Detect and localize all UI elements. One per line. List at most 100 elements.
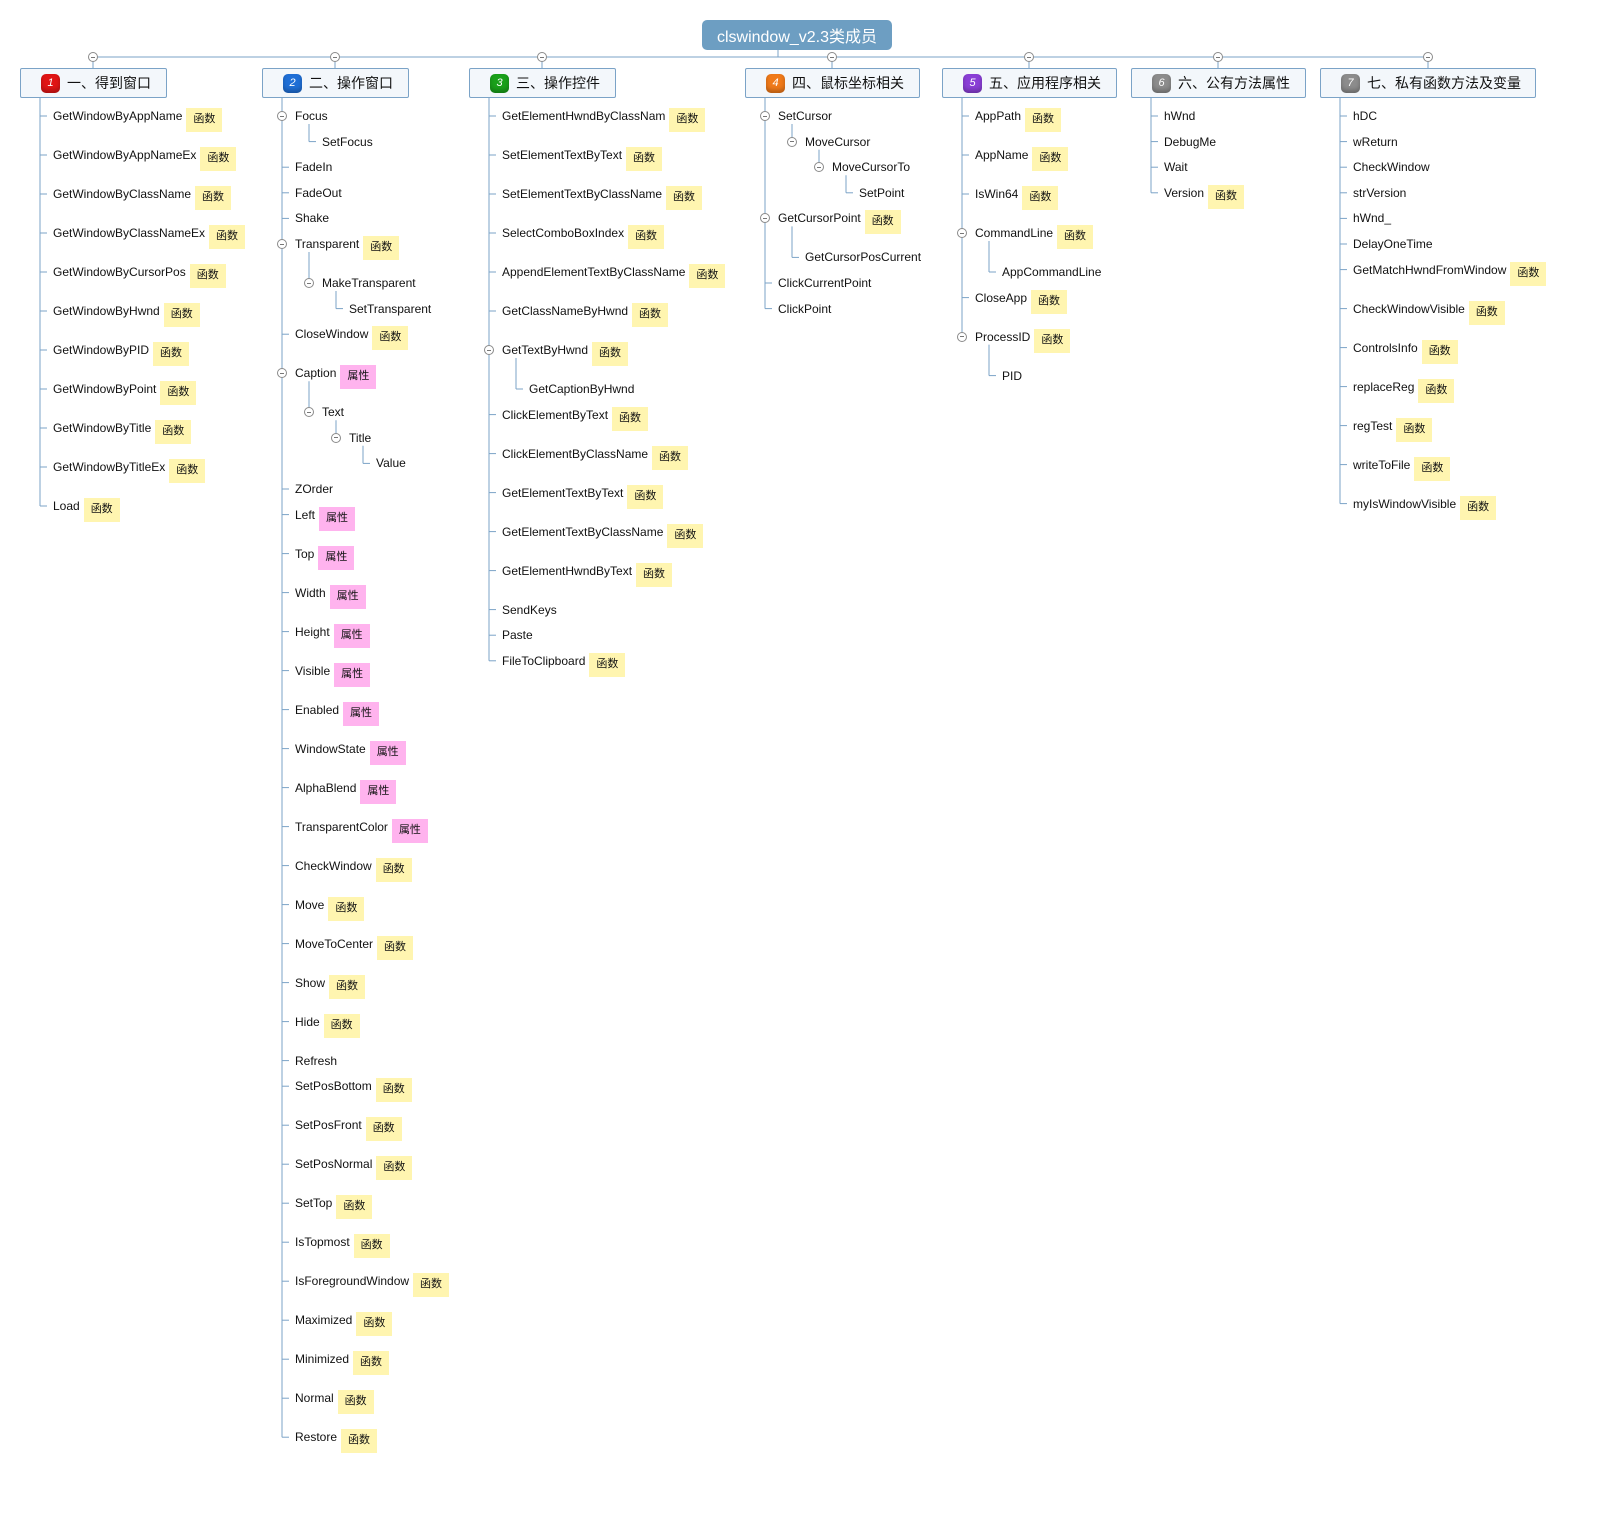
member-node[interactable]: AlphaBlend xyxy=(295,780,357,795)
property-tag[interactable]: 属性 xyxy=(329,584,366,609)
collapse-toggle-icon[interactable] xyxy=(1423,52,1433,62)
member-node[interactable]: Enabled xyxy=(295,702,340,717)
function-tag[interactable]: 函数 xyxy=(363,236,400,260)
member-node[interactable]: GetWindowByTitle xyxy=(53,421,152,435)
member-node[interactable]: FileToClipboard xyxy=(502,653,586,668)
member-node[interactable]: GetWindowByCursorPos xyxy=(53,265,186,279)
function-tag[interactable]: 函数 xyxy=(375,857,412,882)
member-node[interactable]: DebugMe xyxy=(1164,134,1217,149)
member-node[interactable]: GetWindowByPoint xyxy=(53,382,157,396)
member-node[interactable]: AppendElementTextByClassName xyxy=(502,265,686,279)
function-tag[interactable]: 函数 xyxy=(209,225,246,249)
member-node[interactable]: Load xyxy=(53,499,80,513)
member-node[interactable]: Show xyxy=(295,975,326,990)
member-node[interactable]: ClickElementByClassName xyxy=(502,446,649,461)
function-tag[interactable]: 函数 xyxy=(628,225,665,249)
member-node[interactable]: CheckWindow xyxy=(1353,160,1430,175)
function-tag[interactable]: 函数 xyxy=(1022,186,1059,210)
member-node[interactable]: GetElementTextByClassName xyxy=(502,524,664,539)
member-node[interactable]: SetTop xyxy=(295,1196,333,1211)
member-node[interactable]: MoveCursor xyxy=(805,134,871,149)
function-tag[interactable]: 函数 xyxy=(1510,261,1547,286)
member-node[interactable]: ClickCurrentPoint xyxy=(778,276,872,290)
member-node[interactable]: GetCursorPosCurrent xyxy=(805,250,922,265)
member-node[interactable]: Visible xyxy=(295,663,331,678)
member-node[interactable]: hDC xyxy=(1353,109,1378,123)
function-tag[interactable]: 函数 xyxy=(200,147,237,171)
member-node[interactable]: Caption xyxy=(295,366,337,381)
member-node[interactable]: Left xyxy=(295,507,316,522)
property-tag[interactable]: 属性 xyxy=(343,701,380,726)
member-node[interactable]: Move xyxy=(295,897,325,912)
function-tag[interactable]: 函数 xyxy=(1208,184,1245,209)
member-node[interactable]: strVersion xyxy=(1353,185,1407,200)
member-node[interactable]: Refresh xyxy=(295,1053,338,1068)
member-node[interactable]: GetElementTextByText xyxy=(502,485,624,500)
function-tag[interactable]: 函数 xyxy=(337,1390,374,1415)
member-node[interactable]: hWnd_ xyxy=(1353,211,1392,226)
member-node[interactable]: GetWindowByClassNameEx xyxy=(53,226,206,240)
function-tag[interactable]: 函数 xyxy=(636,562,673,587)
member-node[interactable]: MoveToCenter xyxy=(295,936,374,951)
function-tag[interactable]: 函数 xyxy=(195,186,232,210)
member-node[interactable]: IsWin64 xyxy=(975,187,1019,201)
member-node[interactable]: SetTransparent xyxy=(349,301,432,316)
member-node[interactable]: IsTopmost xyxy=(295,1235,350,1250)
member-node[interactable]: regTest xyxy=(1353,418,1393,433)
collapse-toggle-icon[interactable] xyxy=(484,345,494,355)
member-node[interactable]: Height xyxy=(295,624,330,639)
member-node[interactable]: GetElementHwndByClassNam xyxy=(502,109,666,123)
member-node[interactable]: Shake xyxy=(295,211,330,226)
function-tag[interactable]: 函数 xyxy=(189,264,226,288)
collapse-toggle-icon[interactable] xyxy=(957,228,967,238)
member-node[interactable]: CommandLine xyxy=(975,226,1054,240)
member-node[interactable]: GetTextByHwnd xyxy=(502,343,589,357)
collapse-toggle-icon[interactable] xyxy=(277,111,287,121)
property-tag[interactable]: 属性 xyxy=(319,506,356,531)
collapse-toggle-icon[interactable] xyxy=(304,278,314,288)
member-node[interactable]: CheckWindowVisible xyxy=(1353,301,1465,316)
property-tag[interactable]: 属性 xyxy=(334,662,371,687)
member-node[interactable]: Hide xyxy=(295,1014,320,1029)
member-node[interactable]: Minimized xyxy=(295,1352,350,1367)
member-node[interactable]: Top xyxy=(295,546,315,561)
function-tag[interactable]: 函数 xyxy=(1460,495,1497,520)
member-node[interactable]: TransparentColor xyxy=(295,819,388,834)
member-node[interactable]: SetFocus xyxy=(322,134,373,149)
member-node[interactable]: Transparent xyxy=(295,237,360,251)
collapse-toggle-icon[interactable] xyxy=(330,52,340,62)
function-tag[interactable]: 函数 xyxy=(652,445,689,470)
function-tag[interactable]: 函数 xyxy=(632,303,669,327)
collapse-toggle-icon[interactable] xyxy=(760,213,770,224)
collapse-toggle-icon[interactable] xyxy=(827,52,837,62)
member-node[interactable]: AppPath xyxy=(975,109,1022,123)
function-tag[interactable]: 函数 xyxy=(627,484,664,509)
function-tag[interactable]: 函数 xyxy=(160,381,197,405)
member-node[interactable]: GetMatchHwndFromWindow xyxy=(1353,262,1507,277)
member-node[interactable]: SetCursor xyxy=(778,109,833,123)
function-tag[interactable]: 函数 xyxy=(589,652,626,677)
function-tag[interactable]: 函数 xyxy=(153,342,190,366)
member-node[interactable]: myIsWindowVisible xyxy=(1353,496,1457,511)
function-tag[interactable]: 函数 xyxy=(323,1013,360,1038)
member-node[interactable]: Text xyxy=(322,405,345,420)
function-tag[interactable]: 函数 xyxy=(1396,417,1433,442)
member-node[interactable]: GetWindowByPID xyxy=(53,343,150,357)
collapse-toggle-icon[interactable] xyxy=(304,407,314,418)
member-node[interactable]: ControlsInfo xyxy=(1353,340,1418,355)
member-node[interactable]: Restore xyxy=(295,1430,338,1445)
member-node[interactable]: SetPosNormal xyxy=(295,1157,373,1172)
function-tag[interactable]: 函数 xyxy=(328,896,365,921)
function-tag[interactable]: 函数 xyxy=(1034,328,1071,353)
member-node[interactable]: GetWindowByAppNameEx xyxy=(53,148,197,162)
function-tag[interactable]: 函数 xyxy=(336,1195,373,1220)
function-tag[interactable]: 函数 xyxy=(375,1078,412,1103)
member-node[interactable]: SetElementTextByText xyxy=(502,148,623,162)
function-tag[interactable]: 函数 xyxy=(341,1429,378,1454)
member-node[interactable]: GetWindowByHwnd xyxy=(53,304,160,318)
member-node[interactable]: Width xyxy=(295,585,326,600)
